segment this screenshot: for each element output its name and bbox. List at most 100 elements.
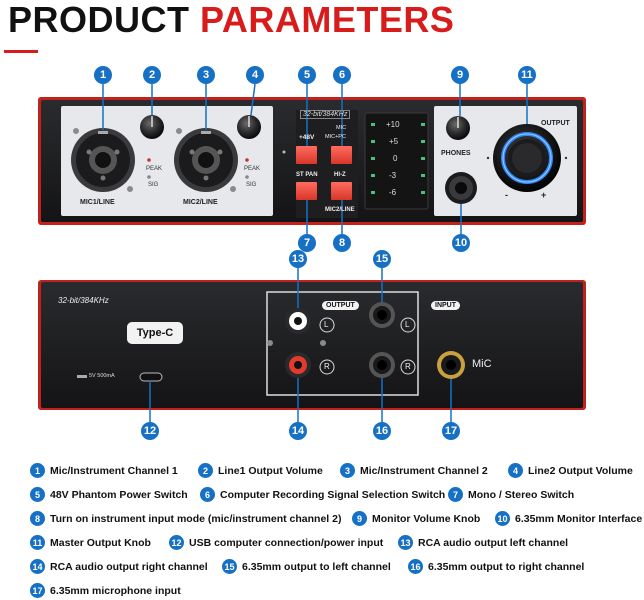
callout-11: 11: [518, 66, 536, 84]
legend-item-8: 8 Turn on instrument input mode (mic/inst…: [30, 511, 341, 526]
sig2-label: SIG: [246, 182, 257, 188]
legend-badge: 1: [30, 463, 45, 478]
jack-l-mark: L: [405, 320, 410, 329]
mic-label: MiC: [472, 358, 492, 370]
title-word-product: PRODUCT: [8, 0, 190, 40]
legend-item-4: 4 Line2 Output Volume: [508, 463, 633, 478]
legend-badge: 7: [448, 487, 463, 502]
stpan-label: ST PAN: [296, 172, 318, 178]
hiz-label: HI-Z: [334, 172, 346, 178]
hiz-button: [331, 182, 352, 200]
phantom-label: +48V: [299, 134, 315, 141]
jack-r-mark: R: [405, 362, 411, 371]
callout-7: 7: [298, 234, 316, 252]
legend-text: 48V Phantom Power Switch: [50, 488, 188, 501]
legend-text: Turn on instrument input mode (mic/instr…: [50, 512, 342, 525]
output-bracket: [266, 291, 419, 396]
legend-badge: 5: [30, 487, 45, 502]
legend-text: Computer Recording Signal Selection Swit…: [220, 488, 446, 501]
legend-badge: 6: [200, 487, 215, 502]
meter-level-2: +5: [389, 137, 399, 146]
callout-9: 9: [451, 66, 469, 84]
legend-text: RCA audio output right channel: [50, 560, 208, 573]
legend-item-5: 5 48V Phantom Power Switch: [30, 487, 188, 502]
legend-badge: 12: [169, 535, 184, 550]
legend-badge: 9: [352, 511, 367, 526]
legend-item-10: 10 6.35mm Monitor Interface: [495, 511, 642, 526]
ch2-label: MIC2/LINE: [183, 199, 218, 206]
callout-16: 16: [373, 422, 391, 440]
callout-13: 13: [289, 250, 307, 268]
legend-badge: 13: [398, 535, 413, 550]
mic-option-label: MIC: [336, 125, 347, 131]
legend-badge: 2: [198, 463, 213, 478]
title-word-parameters: PARAMETERS: [200, 0, 455, 40]
callout-17: 17: [442, 422, 460, 440]
rear-spec: 32-bit/384KHz: [58, 296, 109, 305]
callout-4: 4: [246, 66, 264, 84]
peak2-label: PEAK: [244, 166, 261, 172]
legend-text: 6.35mm output to left channel: [242, 560, 391, 573]
legend-item-12: 12 USB computer connection/power input: [169, 535, 383, 550]
power-label: 5V 500mA: [89, 373, 115, 379]
recording-select-button: [331, 146, 352, 164]
rear-panel: [38, 280, 586, 410]
legend-text: 6.35mm microphone input: [50, 584, 181, 597]
legend-item-13: 13 RCA audio output left channel: [398, 535, 568, 550]
legend-item-7: 7 Mono / Stereo Switch: [448, 487, 574, 502]
phantom-button: [296, 146, 317, 164]
ch1-label: MIC1/LINE: [80, 199, 115, 206]
legend-item-1: 1 Mic/Instrument Channel 1: [30, 463, 178, 478]
legend-text: 6.35mm output to right channel: [428, 560, 585, 573]
callout-6: 6: [333, 66, 351, 84]
callout-5: 5: [298, 66, 316, 84]
legend-item-6: 6 Computer Recording Signal Selection Swi…: [200, 487, 445, 502]
legend-badge: 14: [30, 559, 45, 574]
callout-8: 8: [333, 234, 351, 252]
output-label: OUTPUT: [541, 120, 570, 127]
legend-badge: 8: [30, 511, 45, 526]
legend-badge: 15: [222, 559, 237, 574]
meter-level-3: 0: [393, 154, 398, 163]
legend-item-2: 2 Line1 Output Volume: [198, 463, 323, 478]
legend-text: Master Output Knob: [50, 536, 151, 549]
legend-item-3: 3 Mic/Instrument Channel 2: [340, 463, 488, 478]
meter-level-5: -6: [389, 188, 397, 197]
legend-text: Line2 Output Volume: [528, 464, 633, 477]
front-spec: 32-bit/384KHz: [300, 110, 351, 119]
meter-level-4: -3: [389, 171, 397, 180]
legend-text: RCA audio output left channel: [418, 536, 569, 549]
legend-badge: 3: [340, 463, 355, 478]
legend-text: Line1 Output Volume: [218, 464, 323, 477]
type-c-label: Type-C: [127, 322, 183, 344]
rca-r-mark: R: [324, 362, 330, 371]
legend-item-15: 15 6.35mm output to left channel: [222, 559, 391, 574]
page-title: PRODUCT PARAMETERS: [8, 0, 454, 40]
callout-1: 1: [94, 66, 112, 84]
legend-text: USB computer connection/power input: [189, 536, 384, 549]
callout-12: 12: [141, 422, 159, 440]
legend-item-14: 14 RCA audio output right channel: [30, 559, 208, 574]
legend-text: Mic/Instrument Channel 2: [360, 464, 488, 477]
usb-c-port: [139, 372, 163, 382]
sig1-label: SIG: [148, 182, 159, 188]
meter-level-1: +10: [386, 120, 400, 129]
legend-text: Mic/Instrument Channel 1: [50, 464, 178, 477]
front-panel: [38, 97, 586, 225]
legend-text: Mono / Stereo Switch: [468, 488, 575, 501]
legend-badge: 10: [495, 511, 510, 526]
callout-14: 14: [289, 422, 307, 440]
plus-label: +: [541, 190, 547, 200]
rear-input-label: INPUT: [431, 301, 460, 310]
legend-text: 6.35mm Monitor Interface: [515, 512, 643, 525]
callout-10: 10: [452, 234, 470, 252]
mic2-line-label: MIC2/LINE: [325, 207, 355, 213]
callout-3: 3: [197, 66, 215, 84]
legend-badge: 4: [508, 463, 523, 478]
mic-pc-option-label: MIC+PC: [325, 134, 346, 140]
